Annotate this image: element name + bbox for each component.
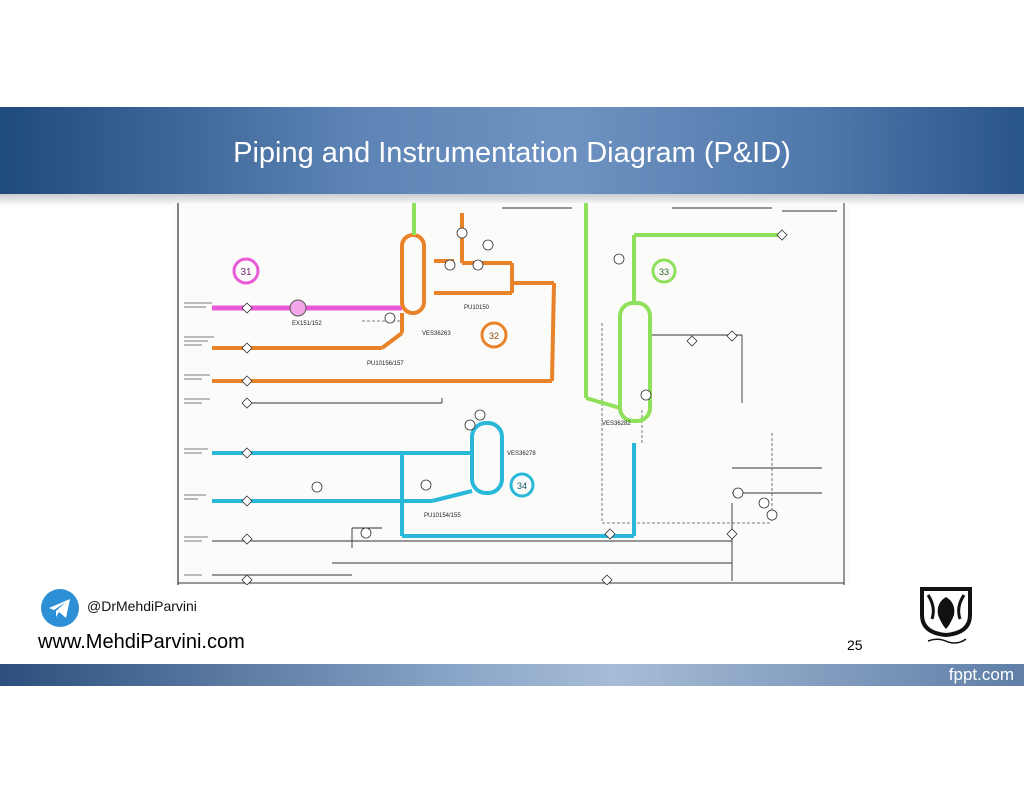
svg-text:34: 34 (517, 481, 527, 491)
website-url[interactable]: www.MehdiParvini.com (38, 631, 245, 653)
svg-text:VES36263: VES36263 (422, 331, 451, 337)
svg-text:EX151/152: EX151/152 (292, 321, 322, 327)
svg-text:VES36278: VES36278 (507, 451, 536, 457)
pid-drawing: 31 EX151/152 32 VES36263 PU10150 PU10156… (177, 203, 845, 586)
pid-diagram: 31 EX151/152 32 VES36263 PU10150 PU10156… (172, 203, 850, 586)
telegram-icon (41, 589, 79, 627)
telegram-handle: @DrMehdiParvini (87, 598, 197, 614)
svg-text:PU10154/155: PU10154/155 (424, 513, 461, 519)
svg-text:31: 31 (240, 267, 252, 278)
slide-title: Piping and Instrumentation Diagram (P&ID… (233, 137, 791, 169)
footer-bar (0, 664, 1024, 686)
svg-text:PU10156/157: PU10156/157 (367, 361, 404, 367)
svg-text:33: 33 (659, 267, 669, 277)
fppt-watermark: fppt.com (948, 665, 1014, 684)
svg-text:VES36282: VES36282 (602, 421, 631, 427)
title-banner (0, 107, 1024, 194)
page-number: 25 (847, 637, 863, 653)
university-logo-icon (920, 587, 972, 644)
svg-text:32: 32 (489, 331, 499, 341)
svg-text:PU10150: PU10150 (464, 305, 490, 311)
